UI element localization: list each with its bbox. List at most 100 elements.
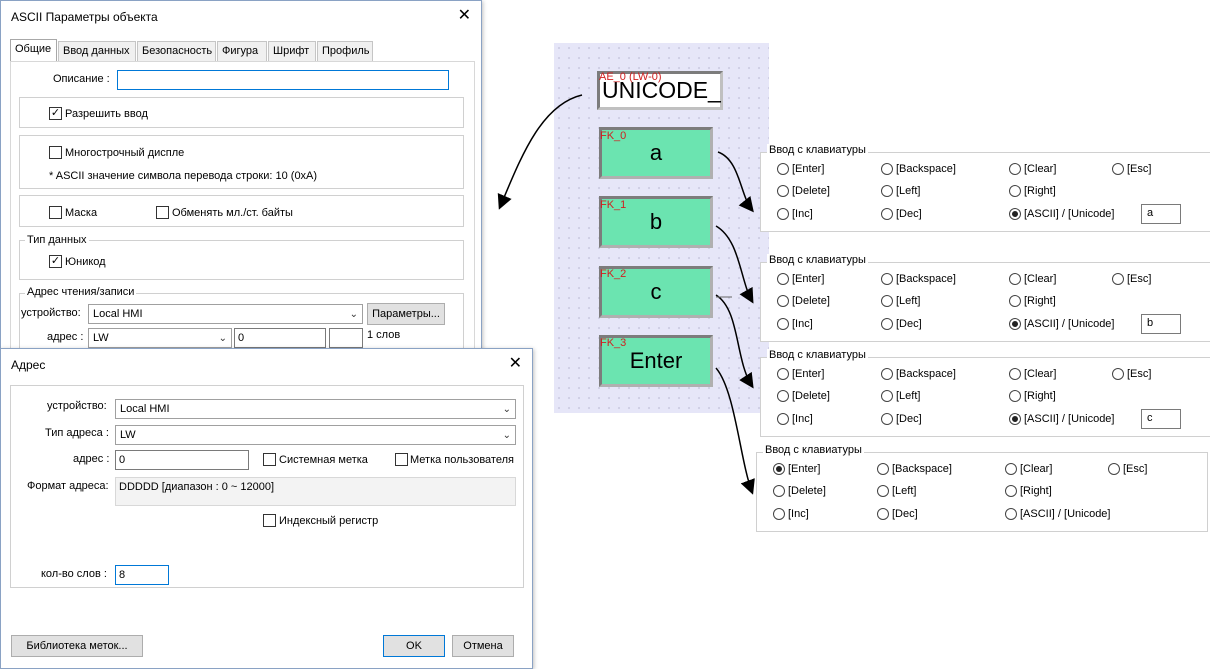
radio-inc[interactable]	[773, 508, 785, 520]
addr-address-input[interactable]: 0	[115, 450, 249, 470]
radio-backspace-label: [Backspace]	[892, 463, 952, 475]
radio-ascii[interactable]	[1009, 318, 1021, 330]
tab-security[interactable]: Безопасность	[137, 41, 216, 61]
key-a-button[interactable]: a	[599, 127, 713, 179]
key-c-id: FK_2	[600, 268, 627, 280]
radio-esc[interactable]	[1112, 368, 1124, 380]
radio-inc[interactable]	[777, 318, 789, 330]
address-extra-input[interactable]	[329, 328, 363, 348]
radio-dec-label: [Dec]	[896, 318, 922, 330]
multiline-checkbox[interactable]	[49, 146, 62, 159]
radio-enter[interactable]	[777, 368, 789, 380]
radio-dec[interactable]	[881, 318, 893, 330]
radio-right[interactable]	[1009, 390, 1021, 402]
radio-enter-label: [Enter]	[792, 273, 825, 285]
radio-left-label: [Left]	[896, 185, 921, 197]
rw-address-title: Адрес чтения/записи	[25, 286, 137, 298]
ascii-display[interactable]: UNICODE_	[597, 71, 723, 110]
radio-left[interactable]	[877, 485, 889, 497]
description-input[interactable]	[117, 70, 449, 90]
radio-enter[interactable]	[777, 273, 789, 285]
address-input[interactable]: 0	[234, 328, 326, 348]
key-enter-button[interactable]: Enter	[599, 335, 713, 387]
newline-note: * ASCII значение символа перевода строки…	[49, 170, 318, 182]
tab-font[interactable]: Шрифт	[268, 41, 316, 61]
radio-esc[interactable]	[1112, 273, 1124, 285]
tab-shape[interactable]: Фигура	[217, 41, 267, 61]
tab-data-input[interactable]: Ввод данных	[58, 41, 136, 61]
word-count-input[interactable]: 8	[115, 565, 169, 585]
system-tag-checkbox[interactable]	[263, 453, 276, 466]
chevron-down-icon: ⌄	[349, 309, 358, 320]
user-tag-checkbox[interactable]	[395, 453, 408, 466]
cancel-button[interactable]: Отмена	[452, 635, 514, 657]
allow-input-checkbox[interactable]: ✓	[49, 107, 62, 120]
radio-esc-label: [Esc]	[1127, 163, 1152, 175]
radio-ascii[interactable]	[1009, 208, 1021, 220]
radio-ascii[interactable]	[1009, 413, 1021, 425]
swap-bytes-checkbox[interactable]	[156, 206, 169, 219]
radio-right[interactable]	[1009, 185, 1021, 197]
radio-clear[interactable]	[1005, 463, 1017, 475]
radio-backspace[interactable]	[881, 368, 893, 380]
key-c-button[interactable]: c	[599, 266, 713, 318]
radio-delete[interactable]	[777, 185, 789, 197]
radio-esc-label: [Esc]	[1127, 273, 1152, 285]
radio-left[interactable]	[881, 295, 893, 307]
addr-device-select[interactable]: Local HMI ⌄	[115, 399, 516, 419]
addr-device-value: Local HMI	[120, 403, 170, 415]
ok-button[interactable]: OK	[383, 635, 445, 657]
radio-right[interactable]	[1009, 295, 1021, 307]
addr-type-select[interactable]: LW ⌄	[115, 425, 516, 445]
radio-left-label: [Left]	[896, 295, 921, 307]
params-button[interactable]: Параметры...	[367, 303, 445, 325]
radio-delete[interactable]	[777, 295, 789, 307]
radio-esc[interactable]	[1112, 163, 1124, 175]
radio-clear[interactable]	[1009, 163, 1021, 175]
radio-inc[interactable]	[777, 208, 789, 220]
ascii-value-input[interactable]: b	[1141, 314, 1181, 334]
radio-dec[interactable]	[877, 508, 889, 520]
allow-input-label: Разрешить ввод	[65, 108, 148, 120]
ascii-value-input[interactable]: a	[1141, 204, 1181, 224]
device-label: устройство:	[21, 307, 81, 319]
close-icon[interactable]: ✕	[508, 355, 522, 372]
radio-backspace-label: [Backspace]	[896, 163, 956, 175]
tab-profile[interactable]: Профиль	[317, 41, 373, 61]
radio-left[interactable]	[881, 390, 893, 402]
mask-checkbox[interactable]	[49, 206, 62, 219]
device-select[interactable]: Local HMI ⌄	[88, 304, 363, 324]
key-b-button[interactable]: b	[599, 196, 713, 248]
tab-general[interactable]: Общие	[10, 39, 57, 61]
close-icon[interactable]: ✕	[457, 7, 471, 24]
radio-esc[interactable]	[1108, 463, 1120, 475]
key-a-label: a	[649, 140, 663, 165]
radio-dec[interactable]	[881, 208, 893, 220]
radio-enter[interactable]	[773, 463, 785, 475]
data-type-group	[19, 240, 464, 280]
radio-delete-label: [Delete]	[788, 485, 826, 497]
device-select-value: Local HMI	[93, 308, 143, 320]
radio-ascii-label: [ASCII] / [Unicode]	[1020, 508, 1111, 520]
index-register-checkbox[interactable]	[263, 514, 276, 527]
radio-right[interactable]	[1005, 485, 1017, 497]
radio-dec-label: [Dec]	[896, 413, 922, 425]
radio-dec[interactable]	[881, 413, 893, 425]
radio-left[interactable]	[881, 185, 893, 197]
unicode-checkbox[interactable]: ✓	[49, 255, 62, 268]
radio-clear[interactable]	[1009, 368, 1021, 380]
radio-left-label: [Left]	[896, 390, 921, 402]
ascii-value-input[interactable]: c	[1141, 409, 1181, 429]
radio-delete[interactable]	[773, 485, 785, 497]
tag-library-button[interactable]: Библиотека меток...	[11, 635, 143, 657]
radio-delete[interactable]	[777, 390, 789, 402]
address-type-select[interactable]: LW ⌄	[88, 328, 232, 348]
radio-inc[interactable]	[777, 413, 789, 425]
radio-clear[interactable]	[1009, 273, 1021, 285]
radio-ascii[interactable]	[1005, 508, 1017, 520]
radio-enter[interactable]	[777, 163, 789, 175]
radio-backspace[interactable]	[877, 463, 889, 475]
radio-backspace[interactable]	[881, 163, 893, 175]
radio-backspace[interactable]	[881, 273, 893, 285]
chevron-down-icon: ⌄	[218, 333, 227, 344]
